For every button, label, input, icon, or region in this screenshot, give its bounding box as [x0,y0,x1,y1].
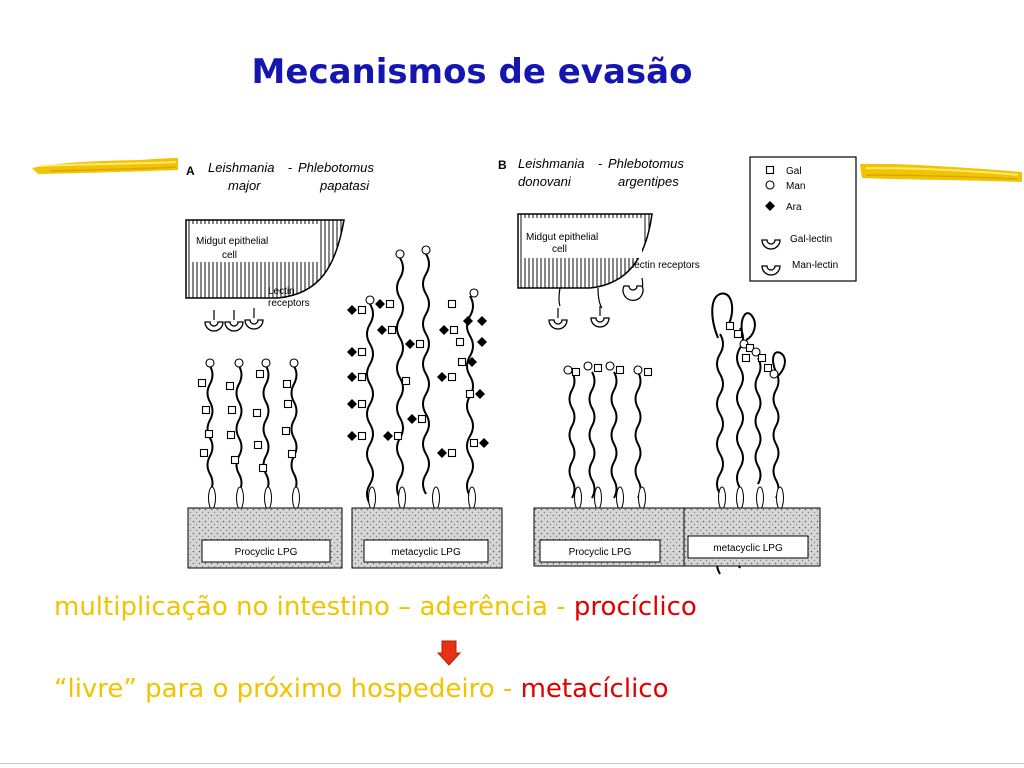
legend-square-icon [765,165,775,175]
legend-man-lectin-icon [761,265,781,276]
legend-label-ara: Ara [786,202,802,213]
legend-box [749,156,857,282]
legend-label-man-lectin: Man-lectin [792,260,838,271]
legend-label-man: Man [786,181,805,192]
panel-b-letter: B [498,158,507,172]
panel-a-genus2: Phlebotomus [298,160,374,175]
down-arrow-icon [437,640,461,666]
brush-stroke-right [860,163,1022,182]
panel-a-receptor-label-line1: Lectin [268,286,295,297]
panel-b-genus2: Phlebotomus [608,156,684,171]
statement-metacyclic: “livre” para o próximo hospedeiro - meta… [54,674,669,704]
statement-procyclic-text: multiplicação no intestino – aderência - [54,592,574,622]
panel-b-metacyclic-lpg-molecules [711,292,786,575]
panel-a-metacyclic-lpg-molecules [347,245,489,545]
legend-label-gal-lectin: Gal-lectin [790,234,832,245]
panel-a-species2: papatasi [319,178,370,193]
lpg-diagram: A Leishmania - Phlebotomus major papatas… [185,156,857,575]
statement-procyclic-highlight: procíclico [573,592,697,622]
legend-circle-icon [765,180,775,190]
panel-a-receptor-label-line2: receptors [268,298,310,309]
slide-title: Mecanismos de evasão [251,52,693,92]
panel-b-genus1: Leishmania [518,156,585,171]
statement-metacyclic-text: “livre” para o próximo hospedeiro - [54,674,521,704]
panel-a-species1: major [228,178,261,193]
panel-a-lectin-receptors [204,307,264,332]
panel-a-cell-label-line1: Midgut epithelial [196,236,268,247]
panel-b-species2: argentipes [618,174,679,189]
panel-a-box1-label: Procyclic LPG [235,547,298,558]
panel-b-lectin-receptors [548,277,644,330]
statement-metacyclic-highlight: metacíclico [520,674,669,704]
panel-b-receptor-label: lectin receptors [632,260,700,271]
panel-a-genus1: Leishmania [208,160,275,175]
panel-a-box2-label: metacyclic LPG [391,547,461,558]
panel-a-dash: - [288,160,292,175]
panel-a-letter: A [186,164,195,178]
panel-b-species1: donovani [518,174,572,189]
panel-b-cell-label-line2: cell [552,244,567,255]
legend-label-gal: Gal [786,166,802,177]
brush-stroke-left [32,158,178,174]
panel-b-dash: - [598,156,602,171]
panel-b-box1-label: Procyclic LPG [569,547,632,558]
panel-b-box2-label: metacyclic LPG [713,543,783,554]
panel-b-cell-label-line1: Midgut epithelial [526,232,598,243]
legend-gal-lectin-icon [761,239,781,250]
footer-divider [0,763,1024,764]
panel-b-midgut-cell [517,213,653,289]
statement-procyclic: multiplicação no intestino – aderência -… [54,592,697,622]
panel-a-cell-label-line2: cell [222,250,237,261]
panel-a-midgut-cell [185,219,345,299]
